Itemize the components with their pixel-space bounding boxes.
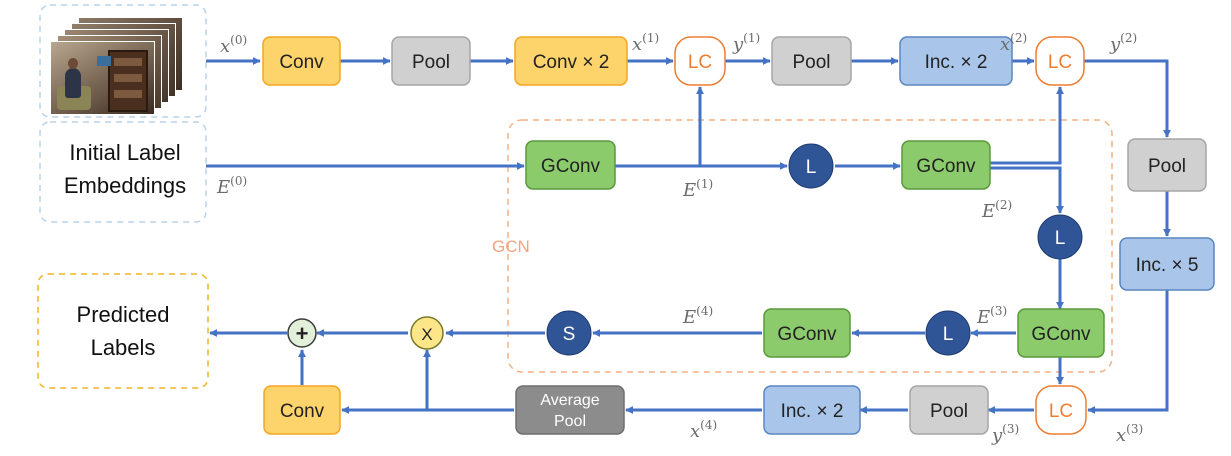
average-pool-label-line1: Average — [540, 392, 599, 409]
l-node-1: L — [788, 143, 834, 189]
label-x3: x(3) — [1116, 422, 1143, 446]
conv-label-bottom: Conv — [280, 401, 325, 422]
pool-label-bottom: Pool — [930, 401, 968, 422]
label-E0: E(0) — [216, 174, 247, 198]
gconv-node-1: GConv — [525, 140, 616, 190]
gconv-label-2: GConv — [916, 156, 976, 177]
lc-node-3: LC — [1035, 385, 1087, 435]
l-label-2: L — [1055, 228, 1066, 249]
label-x4: x(4) — [690, 418, 717, 442]
predicted-labels-box — [37, 273, 209, 389]
tv-shape — [97, 56, 111, 66]
lc-node-1: LC — [674, 36, 726, 86]
lc-label-1: LC — [688, 52, 712, 73]
pool-node-bottom: Pool — [909, 385, 989, 435]
connectors — [206, 57, 1171, 414]
pool-label-right: Pool — [1148, 156, 1186, 177]
gcn-region-label: GCN — [492, 237, 530, 256]
l-label-3: L — [943, 324, 954, 345]
predicted-labels-line2: Labels — [91, 335, 156, 360]
inc-x5-label: Inc. × 5 — [1136, 255, 1199, 276]
inc-x2-label-top: Inc. × 2 — [925, 52, 988, 73]
label-x2: x(2) — [1000, 31, 1027, 55]
initial-label-line1: Initial Label — [69, 140, 180, 165]
label-E2: E(2) — [981, 198, 1012, 222]
conv-label: Conv — [279, 52, 324, 73]
conv-x2-node: Conv × 2 — [514, 36, 628, 86]
pool-label-1: Pool — [412, 52, 450, 73]
gconv-node-3: GConv — [1017, 308, 1105, 358]
conv-x2-label: Conv × 2 — [533, 52, 610, 73]
lc-label-3: LC — [1049, 401, 1073, 422]
predicted-labels-line1: Predicted — [77, 302, 170, 327]
gconv-node-2: GConv — [901, 140, 991, 190]
initial-label-line2: Embeddings — [64, 173, 186, 198]
inc-x2-label-bottom: Inc. × 2 — [781, 401, 844, 422]
lc-label-2: LC — [1048, 52, 1072, 73]
s-node: S — [546, 310, 592, 356]
multiply-label: X — [421, 325, 432, 344]
s-label: S — [563, 324, 576, 345]
gconv-label-4: GConv — [777, 324, 837, 345]
video-frame-front — [50, 41, 155, 115]
conv-node: Conv — [262, 36, 341, 86]
label-y2: y(2) — [1109, 31, 1137, 55]
label-x0: x(0) — [220, 33, 247, 57]
pool-node-1: Pool — [391, 36, 471, 86]
inc-x2-node-top: Inc. × 2 — [899, 36, 1013, 86]
label-E1: E(1) — [682, 177, 713, 201]
plus-node: + — [287, 318, 317, 348]
initial-label-box — [39, 121, 207, 223]
gconv-label-1: GConv — [541, 156, 601, 177]
average-pool-node: Average Pool — [515, 385, 625, 435]
inc-x2-node-bottom: Inc. × 2 — [763, 385, 861, 435]
l-node-3: L — [925, 310, 971, 356]
gconv-label-3: GConv — [1031, 324, 1091, 345]
pool-node-2: Pool — [771, 36, 852, 86]
gcn-region — [507, 119, 1113, 373]
conv-node-bottom: Conv — [263, 385, 341, 435]
pool-label-2: Pool — [792, 52, 830, 73]
label-E3: E(3) — [976, 304, 1007, 328]
multiply-node: X — [410, 316, 444, 350]
label-E4: E(4) — [682, 304, 713, 328]
video-frames-stack-icon — [50, 17, 185, 115]
pool-node-right: Pool — [1127, 138, 1207, 192]
person-head-shape — [68, 58, 78, 69]
label-y1: y(1) — [732, 31, 760, 55]
gconv-node-4: GConv — [763, 308, 851, 358]
input-video-box — [39, 4, 207, 118]
lc-node-2: LC — [1035, 36, 1085, 86]
label-x1: x(1) — [632, 31, 659, 55]
average-pool-label-line2: Pool — [554, 413, 586, 430]
plus-label: + — [296, 321, 309, 346]
inc-x5-node: Inc. × 5 — [1119, 237, 1215, 291]
person-shape — [65, 68, 81, 98]
l-node-2: L — [1037, 214, 1083, 260]
cabinet-shape — [108, 50, 148, 112]
label-y3: y(3) — [991, 422, 1019, 446]
l-label-1: L — [806, 157, 817, 178]
